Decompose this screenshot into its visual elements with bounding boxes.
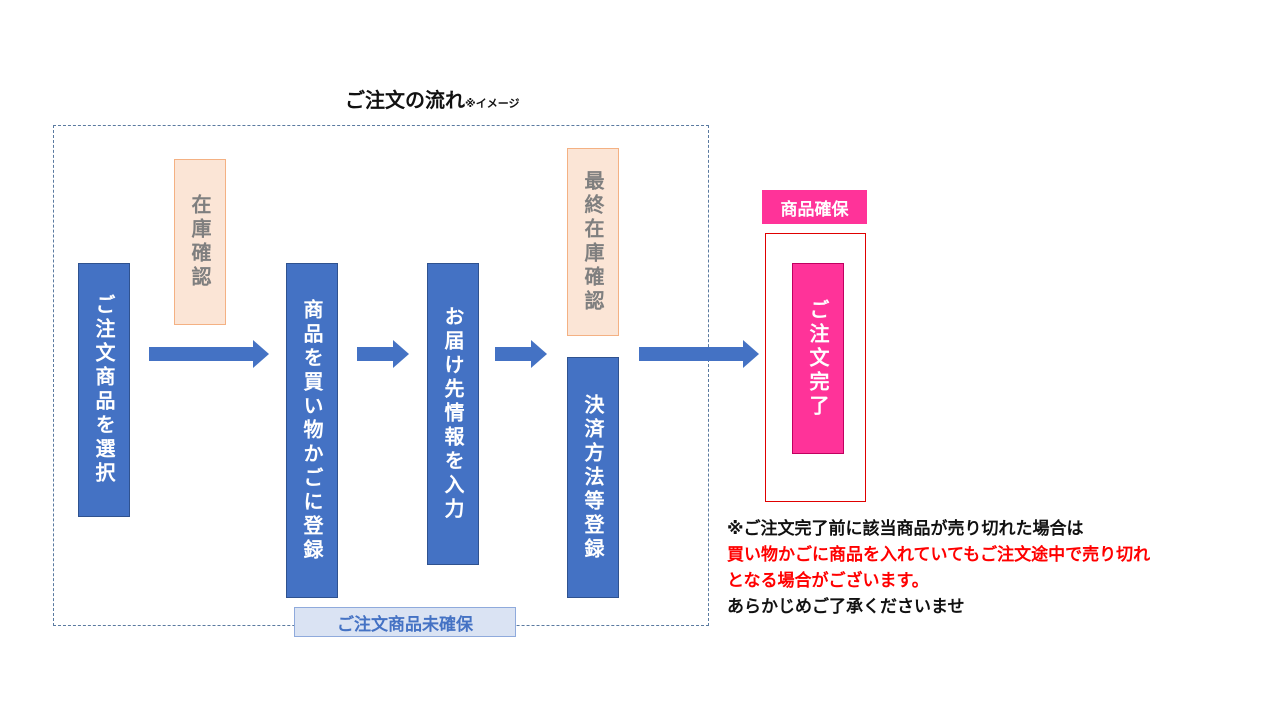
diagram-title: ご注文の流れ※イメージ [345, 84, 519, 113]
secured-region-frame [765, 233, 866, 502]
arrow-2 [357, 340, 409, 368]
unsecured-label: ご注文商品未確保 [294, 607, 516, 637]
title-note: ※イメージ [465, 97, 520, 110]
note-line-3: となる場合がございます。 [727, 571, 929, 591]
note-line-2: 買い物かごに商品を入れていてもご注文途中で売り切れ [727, 545, 1151, 565]
note-line-4: あらかじめご了承くださいませ [727, 597, 965, 617]
step-select-product: ご注文商品を選択 [78, 263, 130, 517]
final-stock-check-box: 最終在庫確認 [567, 148, 619, 336]
note-line-1: ※ご注文完了前に該当商品が売り切れた場合は [727, 519, 1084, 539]
step-add-to-cart: 商品を買い物かごに登録 [286, 263, 338, 598]
order-complete-label: ご注文完了 [806, 298, 830, 419]
arrow-4 [639, 340, 759, 368]
arrow-1 [149, 340, 269, 368]
arrow-3 [495, 340, 547, 368]
order-complete-box: ご注文完了 [792, 263, 844, 454]
product-secured-label: 商品確保 [762, 190, 867, 224]
notes-block: ※ご注文完了前に該当商品が売り切れた場合は 買い物かごに商品を入れていてもご注文… [727, 516, 1150, 620]
stock-check-box: 在庫確認 [174, 159, 226, 325]
stock-check-label: 在庫確認 [188, 194, 212, 290]
step-delivery-info: お届け先情報を入力 [427, 263, 479, 565]
step-payment-label: 決済方法等登録 [581, 393, 605, 562]
step-delivery-info-label: お届け先情報を入力 [441, 306, 465, 522]
step-select-product-label: ご注文商品を選択 [92, 294, 116, 486]
step-payment: 決済方法等登録 [567, 357, 619, 598]
title-main: ご注文の流れ [345, 88, 465, 112]
step-add-to-cart-label: 商品を買い物かごに登録 [300, 298, 324, 563]
final-stock-check-label: 最終在庫確認 [581, 170, 605, 314]
